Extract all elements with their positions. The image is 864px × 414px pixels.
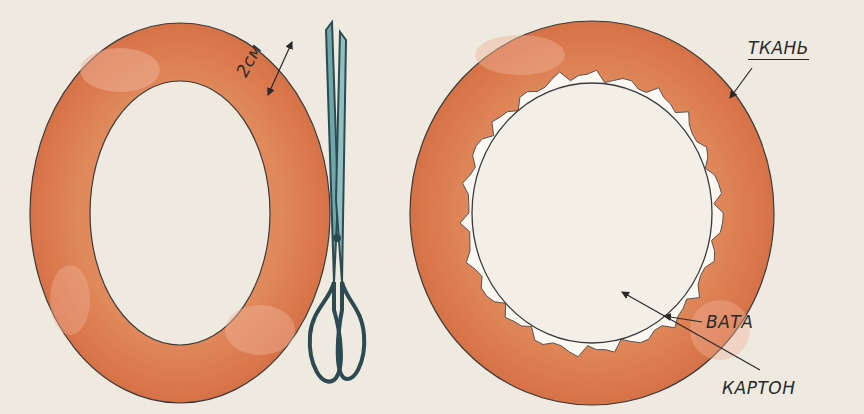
fabric-ring xyxy=(410,21,774,405)
scissors xyxy=(310,22,364,382)
cardboard-disc xyxy=(472,83,712,343)
fabric-highlight xyxy=(225,305,295,355)
part-label: ТКАНЬ xyxy=(748,40,809,60)
fabric-highlight xyxy=(50,265,90,335)
part-label: КАРТОН xyxy=(722,380,796,397)
leader-line xyxy=(730,68,752,98)
dimension-line xyxy=(268,42,292,95)
fabric-highlight xyxy=(80,48,160,92)
part-label: ВАТА xyxy=(706,314,753,331)
leader-line xyxy=(622,292,760,370)
fabric-ring xyxy=(30,23,330,403)
wadding-layer xyxy=(460,70,723,357)
fabric-highlight xyxy=(475,35,565,75)
